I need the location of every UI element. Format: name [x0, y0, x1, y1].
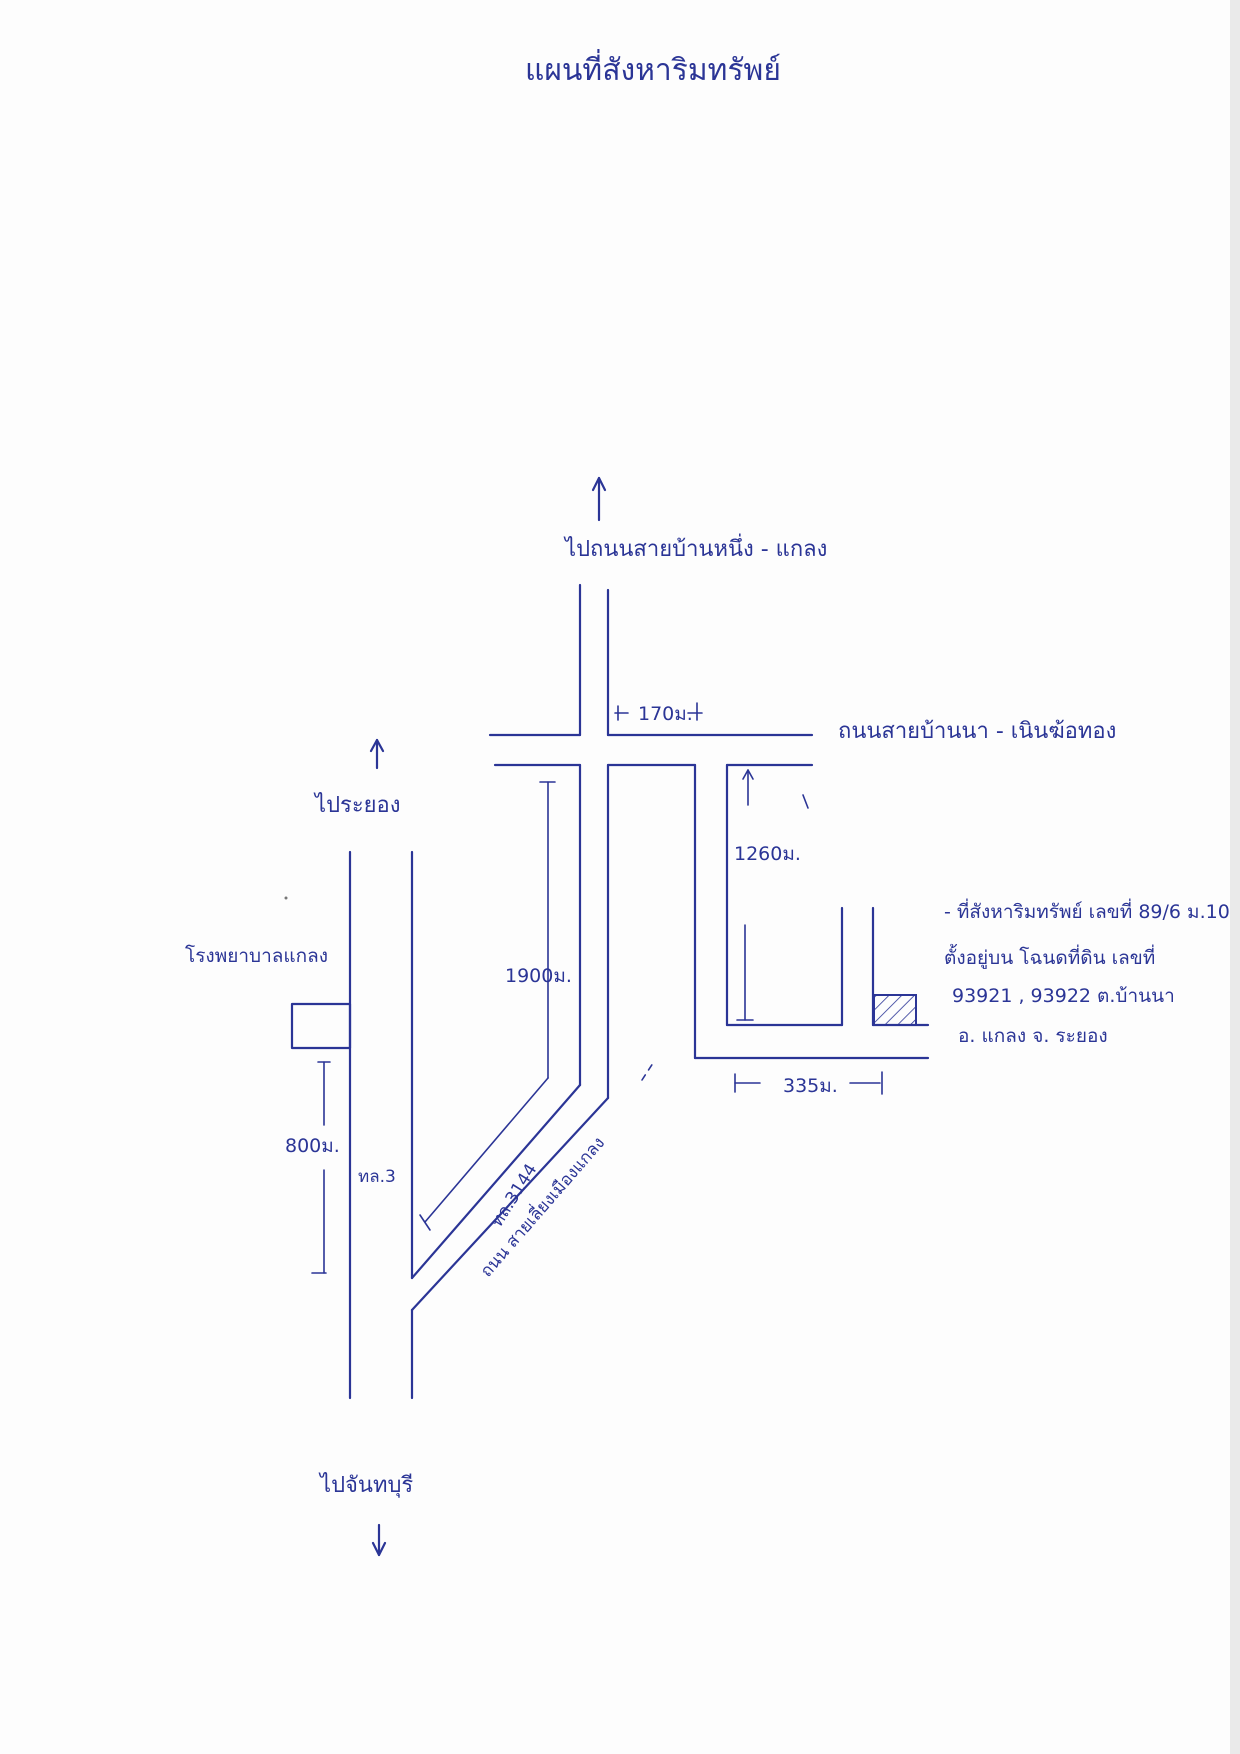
stray-dot: [284, 896, 288, 900]
rayong-arrow: [369, 738, 385, 770]
dim-1260m: [736, 769, 754, 1021]
property-parcel: [873, 994, 917, 1026]
chanthaburi-arrow: [371, 1523, 387, 1557]
property-note-line1: - ที่สังหาริมทรัพย์ เลขที่ 89/6 ม.10: [944, 898, 1230, 923]
dim-170m: [614, 702, 703, 721]
property-note-line3: 93921 , 93922 ต.บ้านนา: [952, 985, 1175, 1007]
to-ban-nong-label: ไปถนนสายบ้านหนึ่ง - แกลง: [563, 533, 827, 562]
road-ban-na-label: ถนนสายบ้านนา - เนินฆ้อทอง: [838, 719, 1116, 744]
highway-3: [348, 850, 414, 1400]
property-note-line4: อ. แกลง จ. ระยอง: [958, 1025, 1108, 1047]
north-arrow: [591, 476, 607, 522]
dim-1900m: [419, 781, 556, 1231]
hospital-building: [290, 1002, 352, 1050]
east-west-road: [488, 733, 814, 767]
dist-1900m: 1900ม.: [505, 965, 572, 987]
north-road: [578, 583, 610, 737]
map-title: แผนที่สังหาริมทรัพย์: [525, 49, 781, 88]
bypass-road-label: ถนน สายเลี่ยงเมืองแกลง: [474, 1131, 609, 1281]
highway-3144: [410, 763, 656, 1312]
dist-800m: 800ม.: [285, 1135, 340, 1157]
to-rayong-label: ไประยอง: [313, 792, 401, 818]
dist-170m: 170ม.: [638, 703, 693, 725]
dim-800m: [311, 1061, 331, 1274]
property-note-line2: ตั้งอยู่บน โฉนดที่ดิน เลขที่: [944, 944, 1155, 969]
hospital-label: โรงพยาบาลแกลง: [185, 944, 328, 967]
page-edge-shadow: [1230, 0, 1240, 1754]
dist-1260m: 1260ม.: [734, 843, 801, 865]
highway-3-label: ทล.3: [358, 1167, 396, 1187]
dim-335m: [734, 1071, 883, 1095]
to-chanthaburi-label: ไปจันทบุรี: [318, 1472, 413, 1498]
dist-335m: 335ม.: [783, 1075, 838, 1097]
property-note: - ที่สังหาริมทรัพย์ เลขที่ 89/6 ม.10 ตั้…: [944, 898, 1230, 1047]
